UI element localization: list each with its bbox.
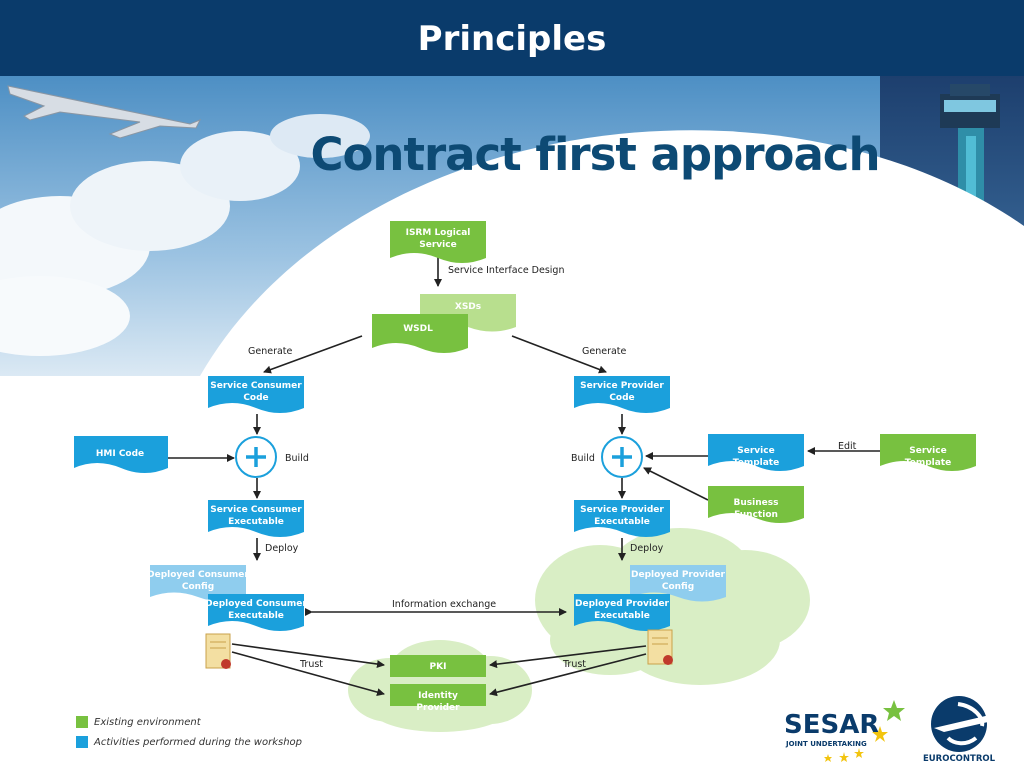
label-information-exchange: Information exchange (392, 599, 496, 610)
arrow-business-build (643, 467, 709, 501)
svg-text:XSDs: XSDs (455, 302, 481, 312)
label-generate-left: Generate (248, 346, 293, 357)
diagram-title: Contract first approach (310, 128, 880, 181)
hmi-code-node: HMI Code (74, 436, 168, 473)
label-trust-left: Trust (299, 659, 323, 670)
label-build-left: Build (285, 453, 309, 464)
arrow-generate-consumer (263, 335, 363, 374)
legend-existing-environment: Existing environment (76, 716, 201, 728)
label-trust-right: Trust (562, 659, 586, 670)
arrow-trust-left-idp (231, 651, 385, 696)
build-plus-icon-right (601, 436, 643, 478)
pki-node: PKI (390, 655, 486, 677)
svg-text:PKI: PKI (430, 662, 447, 672)
eurocontrol-logo: EUROCONTROL (914, 694, 1004, 768)
airplane-icon (7, 85, 202, 139)
svg-text:WSDL: WSDL (403, 324, 433, 334)
legend-workshop-activities: Activities performed during the workshop (76, 736, 302, 748)
arrow-generate-provider (511, 335, 607, 374)
legend-swatch-green (76, 716, 88, 728)
sesar-stars-icon (824, 700, 905, 762)
background-sky (0, 76, 1024, 376)
slide-title: Principles (417, 19, 607, 59)
arrow-trust-left-pki (231, 643, 385, 669)
header-bar (0, 0, 1024, 76)
label-deploy-left: Deploy (265, 543, 299, 554)
eurocontrol-emblem-icon (931, 696, 994, 752)
arrow-trust-right-idp (489, 653, 647, 697)
label-edit: Edit (838, 441, 857, 452)
label-deploy-right: Deploy (630, 543, 664, 554)
label-build-right: Build (571, 453, 595, 464)
svg-text:HMI Code: HMI Code (96, 449, 144, 459)
arrow-trust-right-pki (489, 645, 647, 669)
cloud-shapes (0, 114, 370, 356)
label-service-interface-design: Service Interface Design (448, 265, 564, 276)
build-plus-icon-left (235, 436, 277, 478)
label-generate-right: Generate (582, 346, 627, 357)
sesar-logo: SESAR JOINT UNDERTAKING (784, 696, 924, 766)
certificate-icon-right (647, 629, 673, 665)
legend-swatch-blue (76, 736, 88, 748)
certificate-icon-left (205, 633, 231, 669)
wsdl-node: WSDL (372, 314, 468, 353)
